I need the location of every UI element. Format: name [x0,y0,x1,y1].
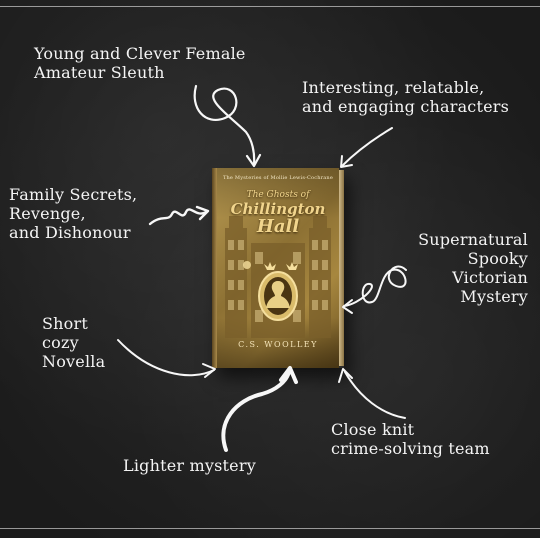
label-supernatural: Supernatural Spooky Victorian Mystery [418,230,528,306]
arrowhead-novella [202,363,216,378]
arrow-lighter [221,370,291,452]
top-border-line [0,6,540,7]
arrow-characters [341,127,393,167]
label-characters-line-2: and engaging characters [302,97,510,116]
arrowhead-team [338,368,353,383]
arrow-novella [117,339,215,377]
arrow-sleuth [193,84,256,167]
label-family-secrets-line-3: and Dishonour [9,223,131,242]
label-female-sleuth-line-2: Amateur Sleuth [34,63,165,82]
label-family-secrets: Family Secrets, Revenge, and Dishonour [9,185,137,242]
label-short-novella: Short cozy Novella [42,314,105,371]
book-spine [212,168,217,368]
book-title-line-2: Chillington [230,200,326,218]
label-female-sleuth: Young and Clever Female Amateur Sleuth [34,44,246,82]
book-title-line-3: Hall [256,216,300,237]
arrowhead-family [195,205,210,221]
arrowhead-supernatural [342,299,353,314]
label-crime-solving-team: Close knit crime-solving team [331,420,490,458]
arrowhead-characters [340,155,353,168]
label-family-secrets-line-2: Revenge, [9,204,86,223]
label-short-novella-line-2: cozy [42,333,79,352]
book-page-edge [339,170,344,366]
arrowhead-sleuth [245,153,262,168]
label-supernatural-line-1: Supernatural [418,230,528,249]
arrow-team [344,371,406,419]
book-front-cover: The Mysteries of Mollie Lewis-Cochrane T… [217,168,339,368]
arrowhead-lighter [279,366,298,384]
label-short-novella-line-3: Novella [42,352,106,371]
label-characters-line-1: Interesting, relatable, [302,78,485,97]
arrow-supernatural [343,265,407,307]
manor-house-illustration [225,216,331,338]
label-female-sleuth-line-1: Young and Clever Female [34,44,246,63]
label-lighter-mystery: Lighter mystery [123,456,256,475]
book-series-name: The Mysteries of Mollie Lewis-Cochrane [222,175,334,181]
label-family-secrets-line-1: Family Secrets, [9,185,138,204]
book-author: C.S. WOOLLEY [238,340,318,349]
label-characters: Interesting, relatable, and engaging cha… [302,78,509,116]
label-supernatural-line-2: Spooky [467,249,528,268]
bottom-border-line [0,528,540,529]
label-crime-solving-team-line-1: Close knit [331,420,415,439]
arrow-family [148,208,208,226]
label-crime-solving-team-line-2: crime-solving team [331,439,490,458]
label-short-novella-line-1: Short [42,314,88,333]
book-title: The Ghosts of Chillington Hall [217,190,339,236]
label-supernatural-line-3: Victorian [452,268,528,287]
label-supernatural-line-4: Mystery [460,287,528,306]
book-title-line-1: The Ghosts of [246,190,310,200]
